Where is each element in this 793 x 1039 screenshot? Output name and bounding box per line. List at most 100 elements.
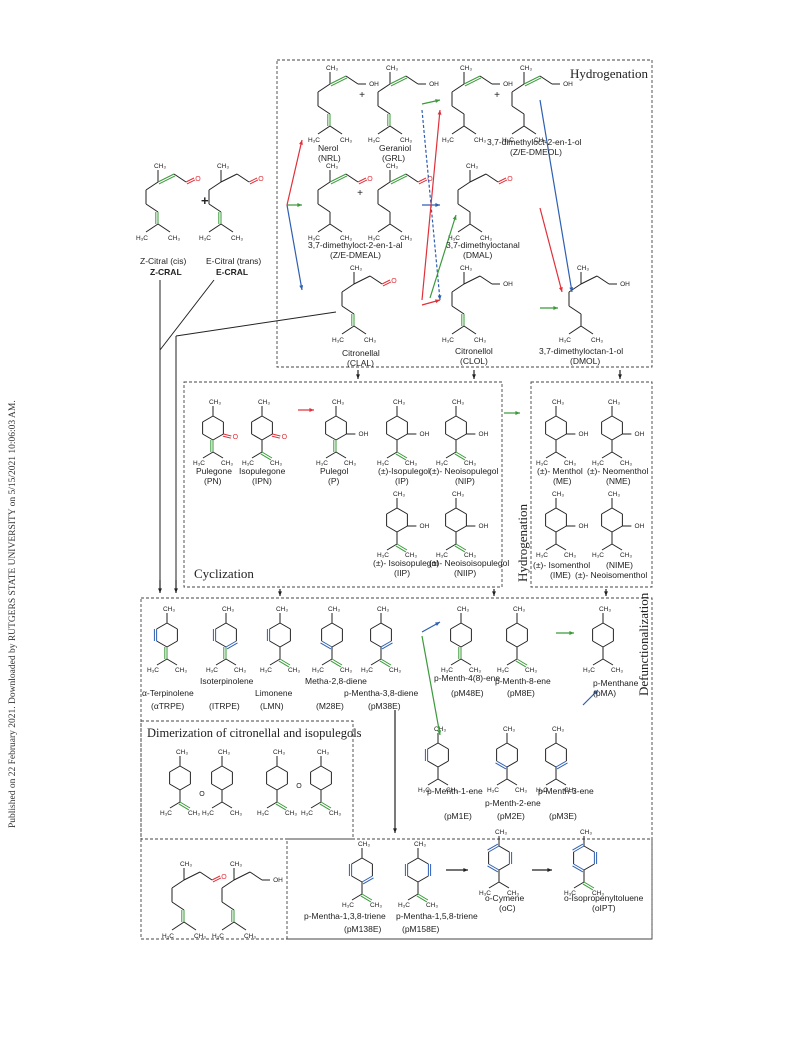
ring-bond — [335, 433, 347, 441]
c2-double-bond — [389, 75, 407, 85]
isopropyl-bond — [611, 543, 623, 551]
carbonyl-bond — [498, 179, 508, 185]
ring-double-bond — [556, 762, 568, 770]
isopropenyl-double-bond — [395, 545, 407, 553]
isopropenyl-double-bond — [379, 660, 391, 668]
methyl-label: CH₃ — [276, 606, 288, 613]
chain-bond — [329, 125, 343, 135]
ring-bond — [211, 783, 223, 791]
ring-bond — [221, 783, 233, 791]
pma-abbr: (pMA) — [593, 688, 617, 698]
ring-bond — [545, 525, 557, 533]
isopropyl-bond — [437, 778, 449, 786]
methyl-label: CH₃ — [222, 606, 234, 613]
neomenthol-name: (±)- Neomenthol — [587, 466, 649, 476]
c2-double-bond — [389, 173, 407, 183]
carbonyl-bond — [382, 281, 392, 287]
arrowhead — [492, 591, 496, 596]
isopropyl-bond — [407, 893, 419, 901]
isopulegone-name: Isopulegone — [239, 466, 286, 476]
ring-bond — [602, 622, 614, 630]
methyl-label: CH₃ — [464, 552, 476, 559]
carbonyl-bond — [186, 179, 196, 185]
chain-bond — [171, 879, 185, 889]
arrowhead — [547, 868, 552, 872]
arrow-citronellal-to-defunc — [174, 580, 178, 593]
chain-bond — [511, 125, 525, 135]
methyl-label: CH₃ — [273, 749, 285, 756]
ring-bond — [225, 622, 237, 630]
isopropyl-bond — [555, 778, 567, 786]
ring-double-bond — [381, 642, 393, 650]
methyl-label: CH₃ — [400, 235, 412, 242]
isopropyl-bond — [545, 451, 557, 459]
c1-bond — [479, 275, 493, 285]
carbonyl-bond — [357, 177, 367, 183]
ring-double-bond — [495, 762, 507, 770]
oxygen-label: O — [195, 176, 201, 183]
methyl-label: CH₃ — [426, 902, 438, 909]
hydroxyl-label: OH — [503, 281, 513, 288]
ring-bond — [212, 433, 224, 441]
isopropyl-bond — [601, 451, 613, 459]
ring-bond — [156, 622, 168, 630]
ring-double-bond — [488, 863, 500, 871]
hydroxyl-label: OH — [479, 523, 489, 530]
chain-bond — [457, 181, 471, 191]
chain-bond — [511, 83, 525, 93]
neomenthol-abbr: (NME) — [606, 476, 631, 486]
methyl-label: H₃C — [242, 460, 254, 467]
isopropyl-bond — [545, 778, 557, 786]
isopropyl-bond — [211, 801, 223, 809]
dmeal-abbr: (Z/E-DMEAL) — [330, 250, 381, 260]
dimerization-box — [140, 720, 354, 840]
methyl-label: CH₃ — [194, 933, 206, 940]
ring-bond — [179, 765, 191, 773]
ring-bond — [611, 433, 623, 441]
ring-bond — [445, 525, 457, 533]
methyl-label: CH₃ — [258, 399, 270, 406]
arrowhead — [463, 868, 468, 872]
c2-double-bond — [524, 77, 542, 87]
arrowhead — [553, 306, 558, 310]
methyl-label: H₃C — [497, 667, 509, 674]
isopropyl-bond — [488, 881, 500, 889]
ring-double-bond — [361, 875, 373, 883]
carbonyl-bond — [358, 179, 368, 185]
methyl-label: CH₃ — [469, 667, 481, 674]
methyl-label: CH₃ — [340, 667, 352, 674]
methyl-label: CH₃ — [466, 163, 478, 170]
ring-bond — [266, 765, 278, 773]
arrow-citral-to-alcohols — [286, 139, 303, 206]
methyl-label: H₃C — [436, 552, 448, 559]
ring-bond — [320, 765, 332, 773]
ring-double-bond — [487, 865, 499, 873]
isopulegone-abbr: (IPN) — [252, 476, 272, 486]
ring-bond — [455, 433, 467, 441]
neoisomenthol-abbr: (NIME) — [606, 560, 633, 570]
ring-bond — [310, 783, 322, 791]
isopropenyl-double-bond — [278, 660, 290, 668]
chain-bond — [451, 305, 465, 315]
c2-double-bond — [390, 175, 408, 185]
isopropyl-bond — [573, 881, 585, 889]
ring-bond — [396, 433, 408, 441]
ring-double-bond — [225, 640, 237, 648]
ring-bond — [611, 415, 623, 423]
carbonyl-bond — [212, 877, 222, 883]
hydroxyl-label: OH — [420, 523, 430, 530]
methyl-label: CH₃ — [326, 163, 338, 170]
connector-citral-diag — [159, 279, 215, 351]
neoisomenthol-name: (±)- Neoisomenthol — [575, 570, 648, 580]
isopropyl-bond — [269, 658, 281, 666]
ring-bond — [455, 415, 467, 423]
chain-bond — [568, 283, 582, 293]
chain-bond — [377, 83, 391, 93]
methyl-label: CH₃ — [564, 460, 576, 467]
metha-diene-abbr: (M28E) — [316, 701, 344, 711]
